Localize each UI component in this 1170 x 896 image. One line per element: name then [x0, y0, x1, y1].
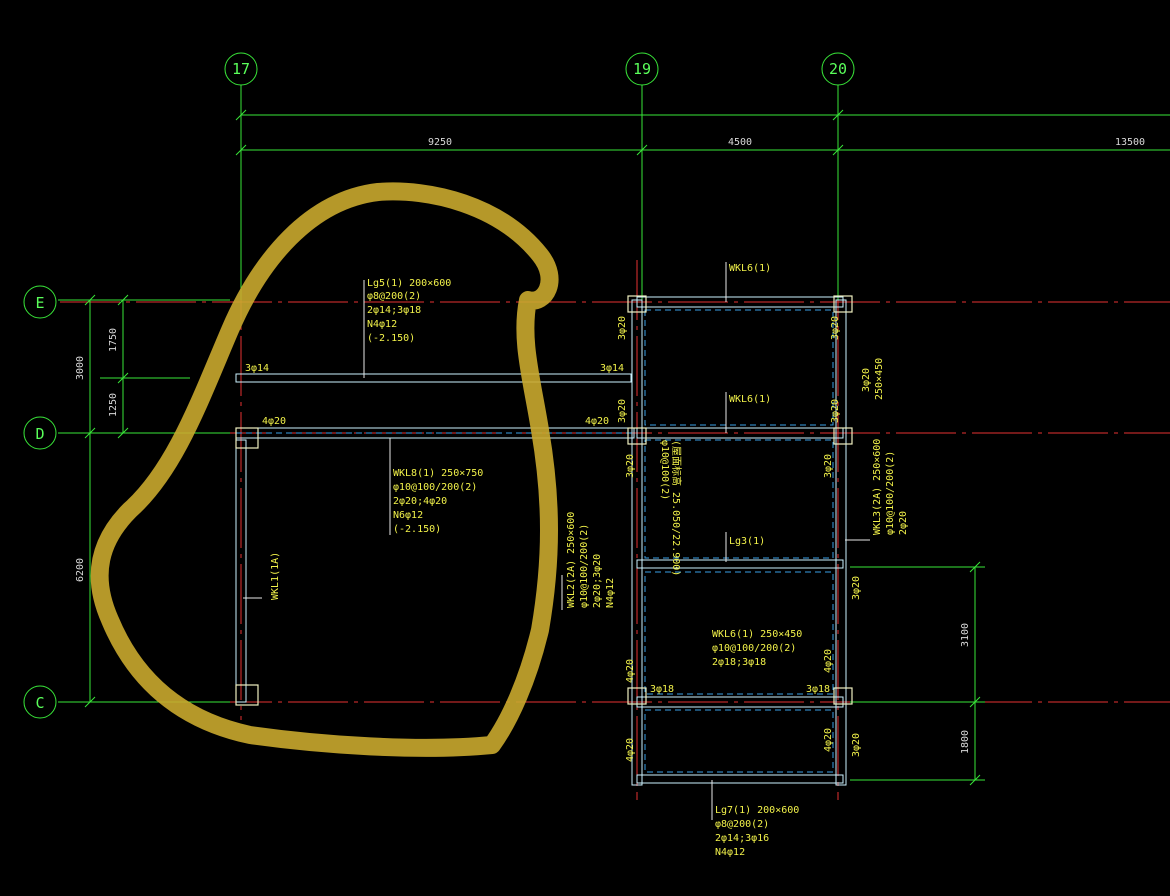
axis-bubble-20: 20 — [821, 52, 855, 300]
column-c19[interactable] — [627, 687, 647, 705]
svg-text:φ8@200(2): φ8@200(2) — [715, 819, 769, 830]
annotation-lg3: Lg3(1) — [729, 536, 765, 547]
svg-text:3φ20: 3φ20 — [861, 368, 872, 392]
svg-text:3φ20: 3φ20 — [625, 454, 636, 478]
svg-text:2φ14;3φ16: 2φ14;3φ16 — [715, 833, 769, 844]
svg-text:2φ20;3φ20: 2φ20;3φ20 — [592, 554, 603, 608]
axis-bubble-d: D — [23, 416, 57, 450]
svg-text:3φ14: 3φ14 — [600, 363, 624, 374]
beam-wkl1[interactable] — [235, 439, 247, 703]
svg-text:Lg7(1) 200×600: Lg7(1) 200×600 — [715, 805, 799, 816]
annotation-stair: φ10@100(2) (屋面标高 25.050/22.900) — [659, 440, 683, 576]
column-d17[interactable] — [235, 427, 259, 449]
svg-text:D: D — [35, 425, 44, 443]
svg-text:N4φ12: N4φ12 — [367, 319, 397, 330]
column-d19[interactable] — [627, 427, 647, 445]
leader-lines — [243, 262, 870, 820]
annotation-wkl1: WKL1(1A) — [270, 552, 281, 600]
axis-bubble-e: E — [23, 285, 57, 319]
svg-text:2φ20;4φ20: 2φ20;4φ20 — [393, 496, 447, 507]
svg-text:WKL2(2A) 250×600: WKL2(2A) 250×600 — [566, 512, 577, 608]
svg-text:(-2.150): (-2.150) — [367, 333, 415, 344]
svg-text:C: C — [35, 694, 44, 712]
dim-1800: 1800 — [960, 730, 971, 754]
svg-text:Lg5(1) 200×600: Lg5(1) 200×600 — [367, 278, 451, 289]
svg-text:4φ20: 4φ20 — [823, 649, 834, 673]
svg-text:17: 17 — [232, 60, 250, 78]
annotation-wkl6-top: WKL6(1) — [729, 263, 771, 274]
svg-text:2φ14;3φ18: 2φ14;3φ18 — [367, 305, 421, 316]
beam-lg5[interactable] — [235, 373, 632, 383]
annotation-wkl-right: 250×450 — [874, 358, 885, 400]
dim-13500: 13500 — [1115, 137, 1145, 148]
axis-bubble-17: 17 — [224, 52, 258, 300]
svg-text:WKL3(2A) 250×600: WKL3(2A) 250×600 — [872, 439, 883, 535]
svg-text:3φ20: 3φ20 — [851, 733, 862, 757]
svg-text:4φ20: 4φ20 — [625, 659, 636, 683]
column-e19[interactable] — [627, 295, 647, 313]
svg-text:φ8@200(2): φ8@200(2) — [367, 291, 421, 302]
dim-6200: 6200 — [75, 558, 86, 582]
svg-text:(屋面标高 25.050/22.900): (屋面标高 25.050/22.900) — [670, 440, 683, 576]
svg-text:3φ18: 3φ18 — [650, 684, 674, 695]
left-dimension-lines: 1750 1250 3000 6200 — [58, 294, 230, 708]
top-dimension-lines: 9250 4500 13500 — [235, 109, 1170, 156]
svg-text:N4φ12: N4φ12 — [715, 847, 745, 858]
svg-text:4φ20: 4φ20 — [823, 728, 834, 752]
svg-text:WKL8(1) 250×750: WKL8(1) 250×750 — [393, 468, 483, 479]
svg-text:3φ20: 3φ20 — [830, 399, 841, 423]
svg-text:3φ18: 3φ18 — [806, 684, 830, 695]
column-d20[interactable] — [833, 427, 853, 445]
column-e20[interactable] — [833, 295, 853, 313]
svg-text:φ10@100/200(2): φ10@100/200(2) — [579, 524, 590, 608]
beam-frame-right[interactable] — [631, 296, 847, 786]
svg-text:φ10@100(2): φ10@100(2) — [659, 440, 670, 500]
svg-text:3φ20: 3φ20 — [851, 576, 862, 600]
svg-text:4φ20: 4φ20 — [625, 738, 636, 762]
annotation-wkl2: WKL2(2A) 250×600 φ10@100/200(2) 2φ20;3φ2… — [566, 512, 616, 608]
svg-text:φ10@100/200(2): φ10@100/200(2) — [393, 482, 477, 493]
dim-4500: 4500 — [728, 137, 752, 148]
highlight-circle — [90, 182, 559, 757]
svg-text:N6φ12: N6φ12 — [393, 510, 423, 521]
dim-9250: 9250 — [428, 137, 452, 148]
svg-text:4φ20: 4φ20 — [262, 416, 286, 427]
dim-1750: 1750 — [108, 328, 119, 352]
svg-text:E: E — [35, 294, 44, 312]
dim-3000: 3000 — [75, 356, 86, 380]
svg-text:3φ14: 3φ14 — [245, 363, 269, 374]
annotation-wkl6-d: WKL6(1) — [729, 394, 771, 405]
annotation-wkl8: WKL8(1) 250×750 φ10@100/200(2) 2φ20;4φ20… — [393, 468, 483, 535]
column-c17[interactable] — [235, 684, 259, 706]
right-dimension-lines: 3100 1800 — [850, 561, 985, 786]
svg-text:φ10@100/200(2): φ10@100/200(2) — [712, 643, 796, 654]
svg-text:WKL6(1) 250×450: WKL6(1) 250×450 — [712, 629, 802, 640]
axis-bubble-19: 19 — [625, 52, 659, 300]
svg-text:2φ20: 2φ20 — [898, 511, 909, 535]
svg-text:2φ18;3φ18: 2φ18;3φ18 — [712, 657, 766, 668]
svg-text:4φ20: 4φ20 — [585, 416, 609, 427]
svg-text:N4φ12: N4φ12 — [605, 578, 616, 608]
svg-text:20: 20 — [829, 60, 847, 78]
axis-bubble-c: C — [23, 685, 57, 719]
dim-3100: 3100 — [960, 623, 971, 647]
dim-1250: 1250 — [108, 393, 119, 417]
svg-text:3φ20: 3φ20 — [617, 399, 628, 423]
svg-text:(-2.150): (-2.150) — [393, 524, 441, 535]
svg-text:3φ20: 3φ20 — [830, 316, 841, 340]
annotation-wkl3: WKL3(2A) 250×600 φ10@100/200(2) 2φ20 — [872, 439, 909, 535]
column-c20[interactable] — [833, 687, 853, 705]
svg-text:φ10@100/200(2): φ10@100/200(2) — [885, 451, 896, 535]
annotation-lg7: Lg7(1) 200×600 φ8@200(2) 2φ14;3φ16 N4φ12 — [715, 805, 799, 858]
rebar-labels: 3φ14 3φ14 4φ20 4φ20 3φ20 3φ20 3φ20 3φ20 … — [245, 316, 872, 762]
svg-text:3φ20: 3φ20 — [617, 316, 628, 340]
annotation-wkl6-mid: WKL6(1) 250×450 φ10@100/200(2) 2φ18;3φ18 — [712, 629, 802, 668]
svg-text:3φ20: 3φ20 — [823, 454, 834, 478]
svg-text:19: 19 — [633, 60, 651, 78]
annotation-lg5: Lg5(1) 200×600 φ8@200(2) 2φ14;3φ18 N4φ12… — [367, 278, 451, 344]
